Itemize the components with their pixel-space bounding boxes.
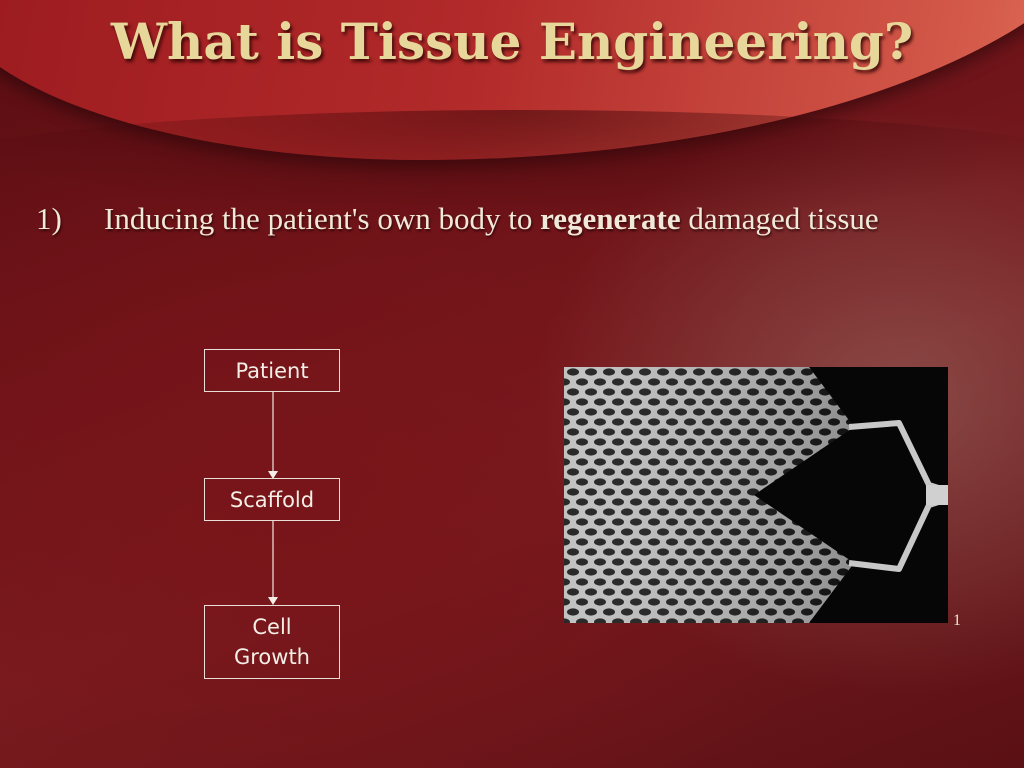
flow-box-scaffold-label: Scaffold — [229, 487, 315, 512]
flow-box-patient-label: Patient — [235, 358, 309, 383]
flow-box-patient: Patient — [204, 349, 340, 392]
bullet-number: 1) — [36, 201, 62, 236]
arrow-head-2 — [268, 597, 278, 605]
flow-box-cell-growth: Cell Growth — [204, 605, 340, 679]
bullet-text-after: damaged tissue — [680, 201, 879, 236]
banner-shadow — [0, 110, 1024, 230]
flow-box-cell-label-1: Cell — [252, 615, 292, 639]
bullet-text-bold: regenerate — [540, 201, 681, 236]
arrow-head-1 — [268, 471, 278, 479]
scaffold-micrograph — [564, 367, 948, 623]
bullet-text-before: Inducing the patient's own body to — [104, 201, 541, 236]
flow-box-scaffold: Scaffold — [204, 478, 340, 521]
bullet-text: Inducing the patient's own body to regen… — [104, 198, 996, 240]
flow-arrows — [268, 392, 278, 605]
slide-title: What is Tissue Engineering? — [110, 12, 914, 71]
flow-box-cell-label-2: Growth — [233, 645, 310, 669]
bullet-point: 1) Inducing the patient's own body to re… — [36, 198, 996, 240]
image-footnote: 1 — [953, 612, 961, 629]
